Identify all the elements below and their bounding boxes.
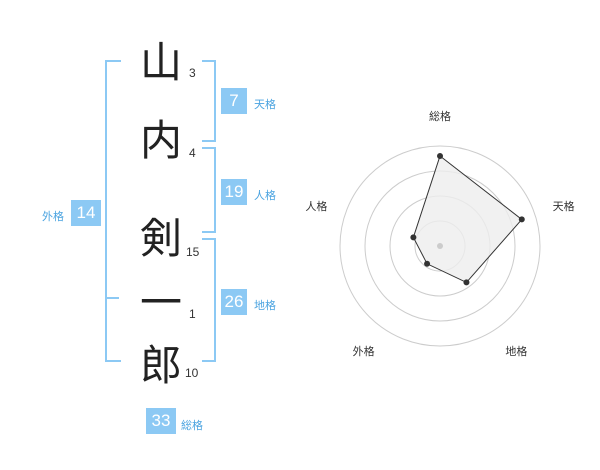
soukaku-value: 33 (146, 408, 176, 434)
radar-area (412, 155, 523, 284)
name-char-3: 剣 (140, 214, 183, 263)
chikaku-bracket (202, 238, 216, 362)
stroke-count-5: 10 (185, 366, 199, 380)
radar-point-4 (410, 234, 417, 241)
radar-center (437, 243, 443, 249)
stroke-count-2: 4 (189, 146, 196, 160)
radar-axis-label-4: 人格 (305, 199, 327, 213)
name-char-1: 山 (140, 38, 183, 87)
radar-ring-4 (339, 145, 541, 347)
tenkaku-label: 天格 (254, 98, 276, 111)
name-char-4: 一 (140, 278, 183, 327)
chikaku-label: 地格 (254, 299, 276, 312)
jinkaku-label: 人格 (254, 189, 276, 202)
tenkaku-bracket (202, 60, 216, 142)
tenkaku-value: 7 (221, 88, 247, 114)
soukaku-label: 総格 (181, 419, 203, 432)
gaikaku-value: 14 (71, 200, 101, 226)
radar-point-1 (518, 216, 525, 223)
jinkaku-bracket (202, 147, 216, 233)
stroke-count-1: 3 (189, 66, 196, 80)
radar-axis-label-1: 天格 (553, 199, 575, 213)
radar-point-3 (424, 260, 431, 267)
gaikaku-bracket (105, 60, 121, 362)
radar-axis-label-2: 地格 (505, 344, 527, 358)
chikaku-value: 26 (221, 289, 247, 315)
radar-point-0 (437, 153, 443, 159)
jinkaku-value: 19 (221, 179, 247, 205)
name-char-5: 郎 (140, 341, 183, 390)
gaikaku-label: 外格 (42, 210, 64, 223)
stroke-count-4: 1 (189, 307, 196, 321)
stroke-count-3: 15 (186, 245, 200, 259)
name-char-2: 内 (140, 116, 183, 165)
radar-axis-label-0: 総格 (429, 109, 451, 123)
radar-point-2 (463, 279, 470, 286)
radar-axis-label-3: 外格 (353, 344, 375, 358)
gaikaku-bracket-tick (105, 297, 119, 299)
